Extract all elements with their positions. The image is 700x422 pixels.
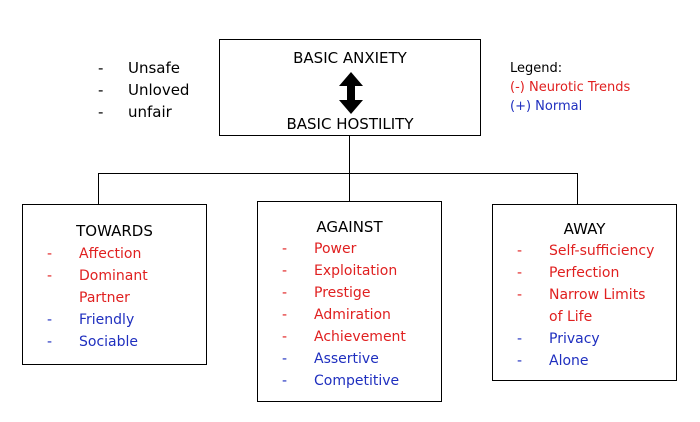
connector-right	[577, 173, 578, 204]
connector-horizontal	[98, 173, 578, 174]
list-item: -Self-sufficiency	[517, 243, 655, 259]
list-item: -Exploitation	[282, 263, 398, 279]
list-item: -Competitive	[282, 373, 400, 389]
legend-neurotic: (-) Neurotic Trends	[510, 80, 631, 95]
list-item: Partner	[79, 290, 130, 306]
list-item: -Dominant	[47, 268, 148, 284]
list-item: -Privacy	[517, 331, 600, 347]
against-title: AGAINST	[316, 218, 383, 236]
away-box: AWAY -Self-sufficiency -Perfection -Narr…	[492, 204, 677, 381]
legend-normal: (+) Normal	[510, 99, 583, 114]
list-item: -Sociable	[47, 334, 139, 350]
side-list-item: - Unloved	[98, 79, 189, 101]
connector-middle	[349, 173, 350, 201]
legend-title: Legend:	[510, 61, 563, 76]
list-item: -Achievement	[282, 329, 406, 345]
list-item: -Affection	[47, 246, 142, 262]
side-list-text: unfair	[128, 103, 172, 121]
side-list-text: Unsafe	[128, 59, 181, 77]
bullet-dash: -	[98, 103, 104, 121]
bullet-dash: -	[98, 81, 104, 99]
towards-box: TOWARDS -Affection -Dominant Partner -Fr…	[22, 204, 207, 365]
double-arrow-icon	[338, 72, 364, 114]
list-item: -Prestige	[282, 285, 371, 301]
list-item: -Alone	[517, 353, 589, 369]
list-item: -Narrow Limits	[517, 287, 646, 303]
legend: Legend: (-) Neurotic Trends (+) Normal	[510, 59, 630, 116]
list-item: -Admiration	[282, 307, 391, 323]
basic-hostility-label: BASIC HOSTILITY	[286, 115, 414, 133]
list-item: -Assertive	[282, 351, 379, 367]
away-list: -Self-sufficiency -Perfection -Narrow Li…	[517, 240, 675, 372]
top-box: BASIC ANXIETY BASIC HOSTILITY	[219, 39, 481, 136]
side-list-item: - Unsafe	[98, 57, 189, 79]
basic-anxiety-label: BASIC ANXIETY	[293, 49, 407, 67]
list-item: -Perfection	[517, 265, 620, 281]
list-item: -Friendly	[47, 312, 135, 328]
bullet-dash: -	[98, 59, 104, 77]
towards-list: -Affection -Dominant Partner -Friendly -…	[47, 243, 202, 353]
connector-trunk	[349, 136, 350, 173]
against-box: AGAINST -Power -Exploitation -Prestige -…	[257, 201, 442, 402]
away-title: AWAY	[563, 220, 606, 238]
side-list-text: Unloved	[128, 81, 190, 99]
connector-left	[98, 173, 99, 204]
against-list: -Power -Exploitation -Prestige -Admirati…	[282, 238, 437, 392]
list-item: -Power	[282, 241, 357, 257]
towards-title: TOWARDS	[76, 222, 153, 240]
side-list: - Unsafe - Unloved - unfair	[98, 57, 189, 123]
list-item: of Life	[549, 309, 593, 325]
side-list-item: - unfair	[98, 101, 189, 123]
